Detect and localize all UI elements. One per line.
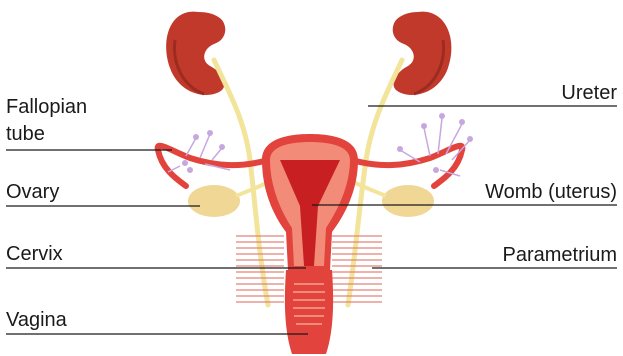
right-ovary <box>382 185 434 217</box>
label-vagina: Vagina <box>6 309 67 331</box>
right-kidney <box>393 12 452 95</box>
vagina <box>285 270 333 354</box>
left-kidney <box>166 12 225 95</box>
left-ovary <box>188 185 240 217</box>
label-womb: Womb (uterus) <box>485 181 617 203</box>
label-fallopian-line1: Fallopian <box>6 96 87 118</box>
label-ureter: Ureter <box>561 82 617 104</box>
label-ovary: Ovary <box>6 181 59 203</box>
label-parametrium: Parametrium <box>503 244 617 266</box>
label-fallopian-line2: tube <box>6 123 45 145</box>
label-cervix: Cervix <box>6 243 63 265</box>
